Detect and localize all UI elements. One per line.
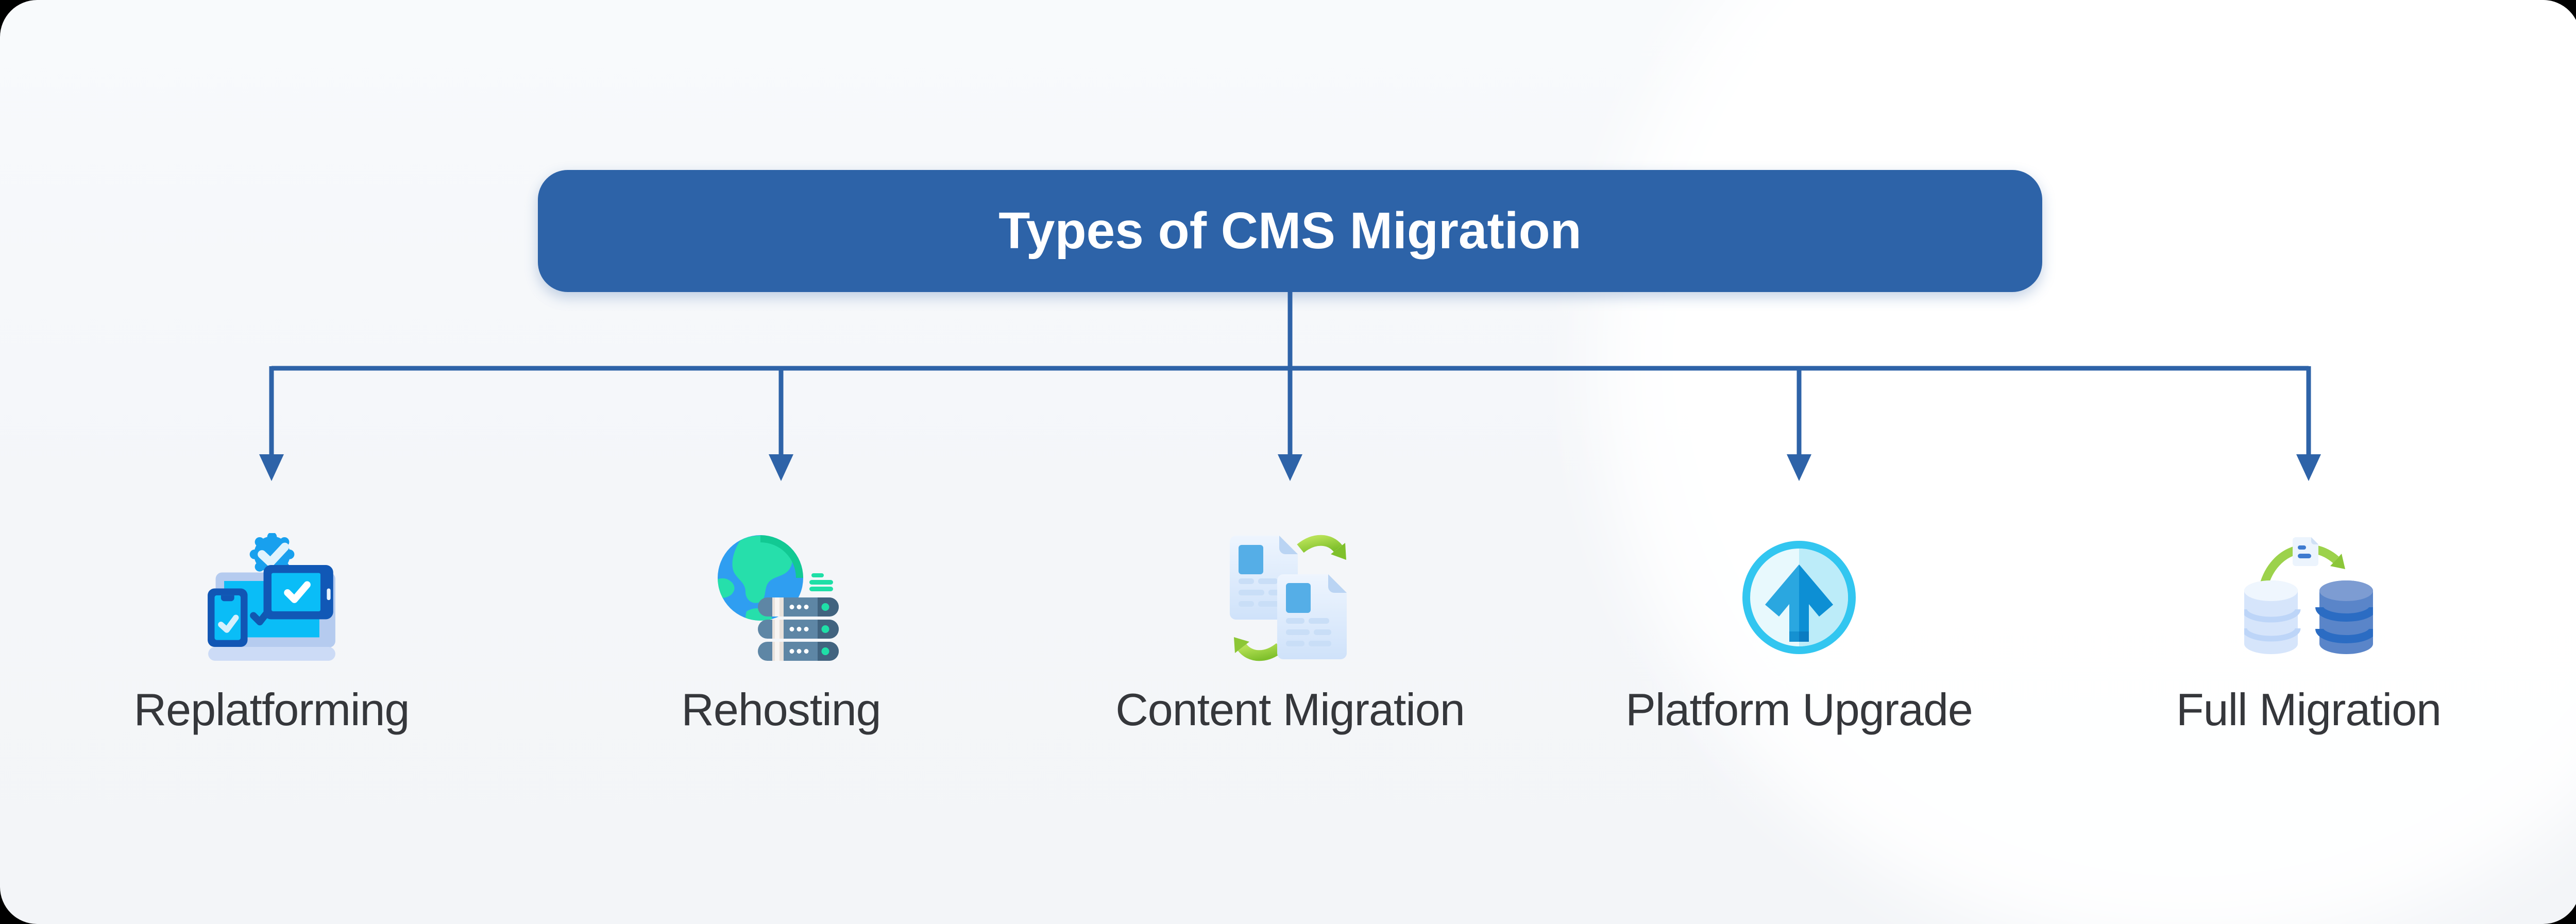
document-sync-icon bbox=[1226, 533, 1354, 662]
upgrade-arrow-icon bbox=[1737, 533, 1861, 662]
branch-content-migration: Content Migration bbox=[1110, 533, 1470, 736]
globe-server-icon bbox=[717, 533, 845, 662]
branch-rehosting: Rehosting bbox=[601, 533, 961, 736]
branch-label: Replatforming bbox=[133, 684, 410, 735]
branch-replatforming: Replatforming bbox=[91, 533, 452, 736]
diagram-title: Types of CMS Migration bbox=[998, 202, 1582, 260]
branch-label: Full Migration bbox=[2176, 684, 2442, 735]
title-box: Types of CMS Migration bbox=[538, 170, 2042, 292]
branch-platform-upgrade: Platform Upgrade bbox=[1619, 533, 1979, 736]
branch-label: Rehosting bbox=[681, 684, 881, 735]
branch-label: Content Migration bbox=[1115, 684, 1465, 735]
branch-full-migration: Full Migration bbox=[2128, 533, 2489, 736]
branch-label: Platform Upgrade bbox=[1625, 684, 1973, 735]
devices-check-icon bbox=[207, 533, 337, 662]
database-migration-icon bbox=[2244, 533, 2373, 662]
